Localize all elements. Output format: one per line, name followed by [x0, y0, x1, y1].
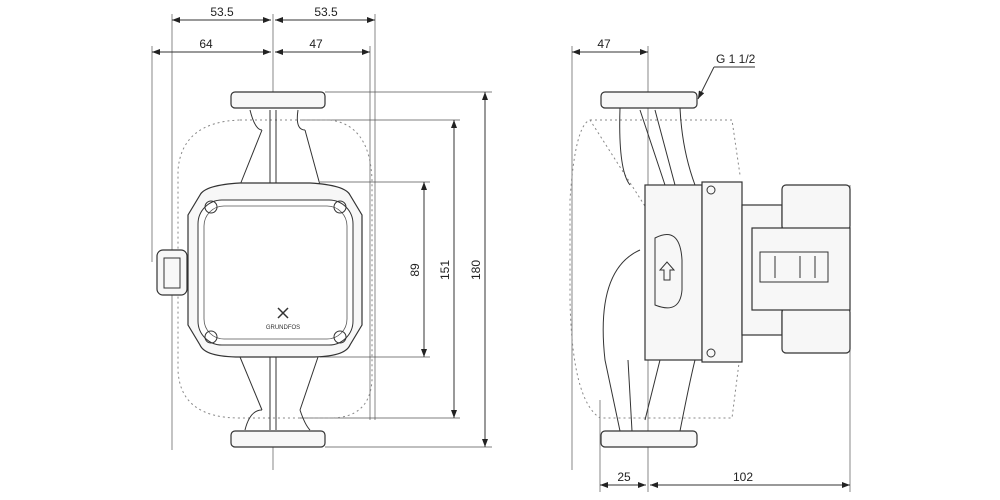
dim-side-bottom-left: 25 — [617, 470, 631, 484]
arrow-up-icon — [658, 261, 676, 281]
pump-housing — [644, 184, 703, 361]
flow-direction-badge — [654, 234, 683, 309]
dim-h-mid: 151 — [438, 260, 452, 280]
dim-h-inner: 89 — [408, 263, 422, 277]
dim-right: 47 — [309, 37, 323, 51]
control-box-bottom — [781, 307, 851, 354]
dim-left: 64 — [199, 37, 213, 51]
top-flange — [230, 91, 326, 109]
dim-top-left: 53.5 — [210, 5, 234, 19]
bottom-flange — [230, 430, 326, 448]
thread-label: G 1 1/2 — [716, 52, 756, 66]
terminal-plug — [759, 251, 829, 283]
dim-top-right: 53.5 — [314, 5, 338, 19]
control-box-top — [781, 184, 851, 231]
side-top-flange — [600, 91, 698, 109]
logo-text: GRUNDFOS — [266, 325, 300, 331]
dim-side-bottom-right: 102 — [733, 470, 753, 484]
grundfos-logo: GRUNDFOS — [266, 307, 300, 331]
dim-line-53-5 — [152, 17, 375, 55]
side-bottom-flange — [600, 430, 698, 448]
dim-h-total: 180 — [469, 260, 483, 280]
dim-side-top: 47 — [597, 37, 611, 51]
front-view: 53.5 53.5 64 47 180 151 89 GRUNDFOS — [151, 5, 492, 470]
side-view: 47 25 102 G 1 1/2 — [569, 37, 851, 492]
stator-ring — [701, 181, 743, 363]
